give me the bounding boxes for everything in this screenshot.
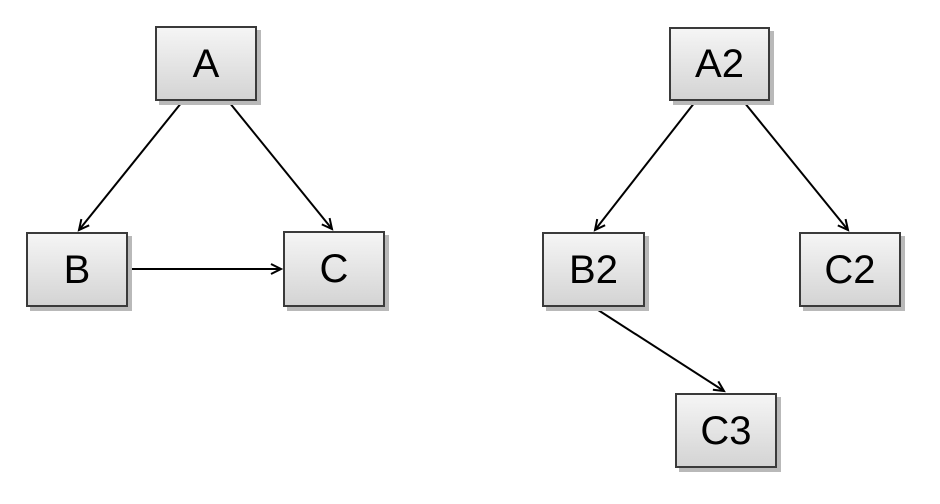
edge-A2-to-C2 (743, 101, 850, 232)
node-label-C2: C2 (824, 247, 876, 292)
edge-A-to-C (228, 101, 334, 231)
node-A2[interactable]: A2 (669, 27, 770, 101)
edge-B2-to-C3 (594, 307, 726, 393)
node-B2[interactable]: B2 (542, 232, 645, 307)
node-label-B: B (63, 247, 91, 292)
node-label-C3: C3 (700, 408, 752, 453)
edge-A-to-B (77, 101, 183, 232)
edges-group (77, 101, 850, 393)
node-C3[interactable]: C3 (675, 393, 777, 468)
node-C[interactable]: C (283, 231, 385, 307)
edge-A2-to-B2 (593, 101, 696, 232)
node-label-A: A (192, 41, 220, 86)
node-label-B2: B2 (569, 247, 618, 292)
node-B[interactable]: B (26, 232, 128, 307)
node-A[interactable]: A (155, 26, 257, 101)
node-label-A2: A2 (695, 42, 744, 86)
node-C2[interactable]: C2 (799, 232, 901, 307)
node-label-C: C (319, 247, 349, 291)
